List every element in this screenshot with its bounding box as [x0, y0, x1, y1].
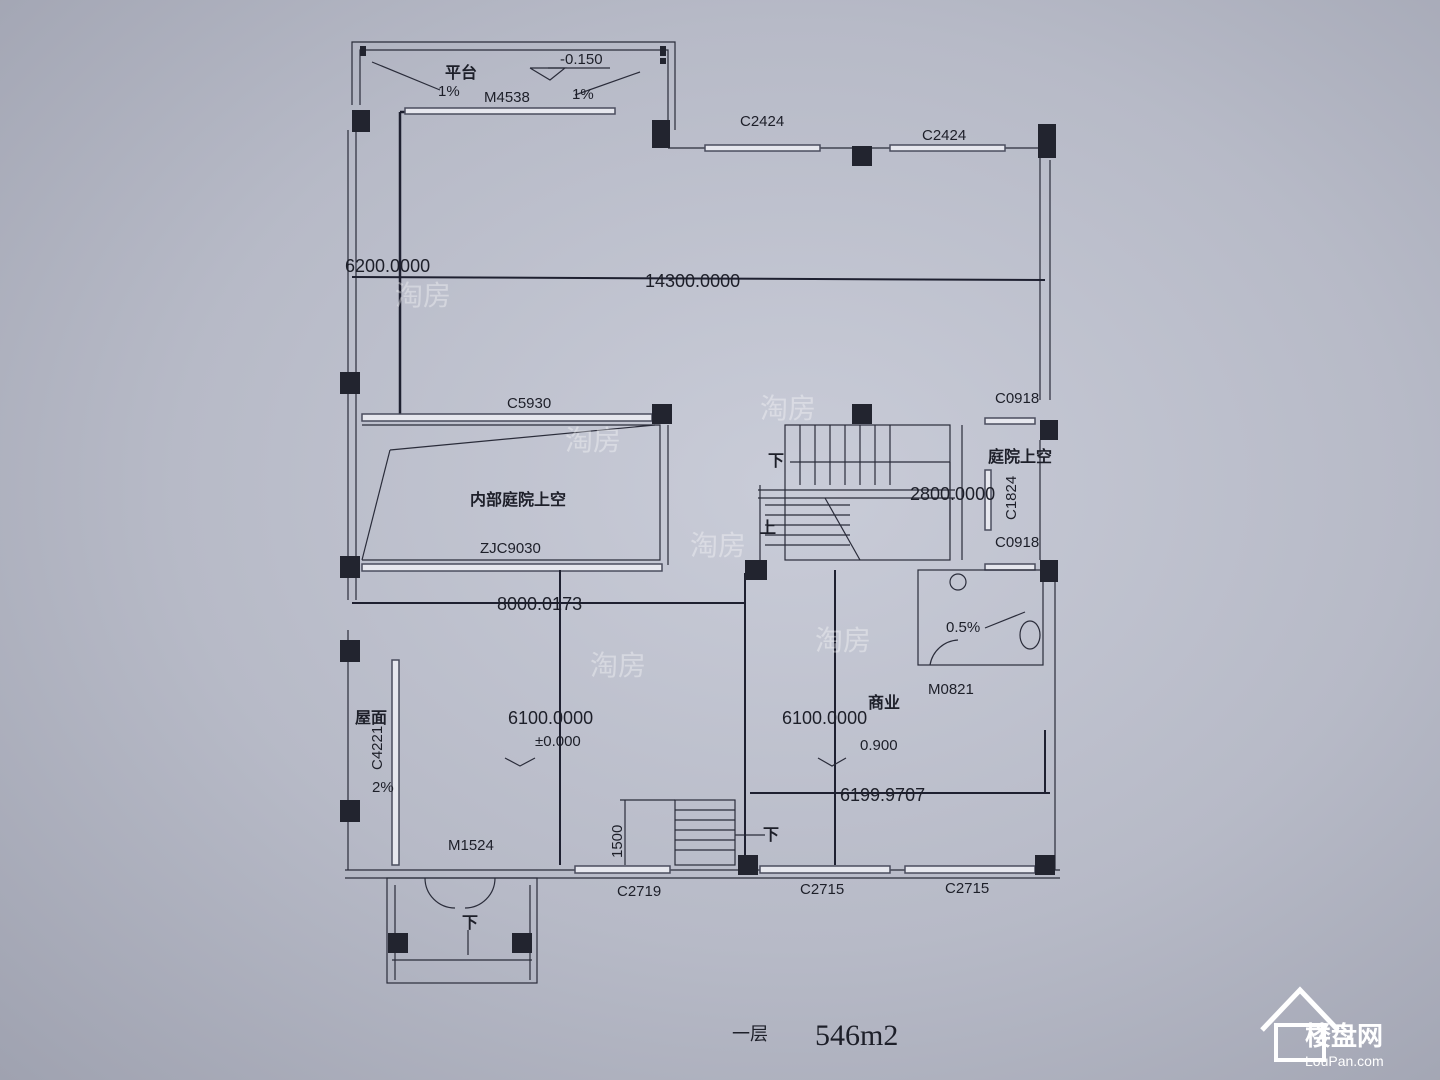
column [1040, 560, 1058, 582]
column [340, 372, 360, 394]
house-logo-icon [1260, 986, 1340, 1062]
dimension-lines [351, 276, 1050, 865]
label-window-c2719: C2719 [617, 883, 661, 900]
watermarks: 淘房 淘房 淘房 淘房 淘房 淘房 [395, 279, 871, 682]
label-dim-14300: 14300.0000 [645, 271, 740, 291]
label-slope: 1% [572, 86, 594, 103]
label-commercial: 商业 [868, 693, 900, 712]
label-dim-6100: 6100.0000 [508, 708, 593, 728]
column [852, 146, 872, 166]
label-slope: 1% [438, 83, 460, 100]
terrace-area [351, 41, 676, 130]
label-elev-comm: 0.900 [860, 737, 898, 754]
column [340, 556, 360, 578]
label-window-c1824: C1824 [1003, 476, 1020, 520]
window-c2719 [574, 865, 671, 874]
column [1035, 855, 1055, 875]
label-slope: 2% [372, 779, 394, 796]
label-window-c2715: C2715 [945, 880, 989, 897]
label-window-c4221: C4221 [369, 726, 386, 770]
window-c2715-a [759, 865, 891, 874]
window-c0918-b [984, 563, 1036, 571]
column [340, 640, 360, 662]
caption-floor: 一层 [732, 1024, 768, 1045]
label-dim-2800: 2800.0000 [910, 484, 995, 504]
inner-courtyard [361, 424, 669, 565]
label-elev-top: -0.150 [560, 51, 603, 68]
label-dim-6200: 6200.0000 [345, 256, 430, 276]
site-logo: 楼盘网 LouPan.com [1260, 986, 1384, 1069]
window-c2715-b [904, 865, 1036, 874]
label-stair-down: 下 [763, 825, 779, 844]
label-window-c2424: C2424 [740, 113, 784, 130]
column [738, 855, 758, 875]
label-window-zjc9030: ZJC9030 [480, 540, 541, 557]
logo-name-cn: 楼盘网 [1305, 1021, 1383, 1052]
column [745, 560, 767, 580]
watermark-text: 淘房 [395, 279, 451, 312]
small-stair [674, 799, 765, 866]
label-roof: 屋面 [355, 708, 387, 727]
watermark-text: 淘房 [690, 529, 746, 562]
entry-porch [386, 877, 538, 984]
window-c1824 [984, 469, 992, 531]
label-dim-8000: 8000.0173 [497, 594, 582, 614]
column [1038, 124, 1056, 158]
label-terrace: 平台 [445, 63, 477, 82]
label-door-m4538: M4538 [484, 89, 530, 106]
label-stair-up: 上 [760, 518, 776, 537]
logo-name-en: LouPan.com [1305, 1053, 1384, 1069]
label-window-c2424: C2424 [922, 127, 966, 144]
plan-labels: 平台 -0.150 1% 1% M4538 C2424 C2424 6200.0… [345, 51, 1052, 932]
label-window-c0918: C0918 [995, 390, 1039, 407]
label-inner-courtyard: 内部庭院上空 [470, 490, 566, 509]
window-c4221 [391, 659, 400, 866]
watermark-text: 淘房 [590, 649, 646, 682]
toilet-room [917, 569, 1044, 666]
label-elev-main: ±0.000 [535, 733, 581, 750]
window-zjc9030 [361, 563, 663, 572]
watermark-text: 淘房 [815, 624, 871, 657]
column [512, 933, 532, 953]
label-stair-down: 下 [462, 913, 478, 932]
column [652, 120, 670, 148]
label-door-m0821: M0821 [928, 681, 974, 698]
label-stair-down: 下 [768, 451, 784, 470]
windows [361, 107, 1036, 874]
window-c2424-a [704, 144, 821, 152]
label-dim-6199: 6199.9707 [840, 785, 925, 805]
column [388, 933, 408, 953]
label-window-c2715: C2715 [800, 881, 844, 898]
label-window-c5930: C5930 [507, 395, 551, 412]
label-window-c0918: C0918 [995, 534, 1039, 551]
label-courtyard-void: 庭院上空 [988, 447, 1052, 466]
plan-caption: 一层 546m2 [732, 1019, 898, 1052]
columns [340, 110, 1058, 953]
window-c5930 [361, 413, 653, 422]
column [852, 404, 872, 424]
label-door-m1524: M1524 [448, 837, 494, 854]
column [652, 404, 672, 424]
column [352, 110, 370, 132]
staircase [758, 424, 963, 561]
window-c0918-a [984, 417, 1036, 425]
watermark-text: 淘房 [760, 392, 816, 425]
column [340, 800, 360, 822]
watermark-text: 淘房 [565, 424, 621, 457]
column [1040, 420, 1058, 440]
caption-area: 546m2 [815, 1019, 898, 1052]
label-dim-6100: 6100.0000 [782, 708, 867, 728]
label-dim-1500: 1500 [609, 825, 626, 858]
window-m4538 [404, 107, 616, 115]
window-c2424-b [889, 144, 1006, 152]
label-slope: 0.5% [946, 619, 980, 636]
